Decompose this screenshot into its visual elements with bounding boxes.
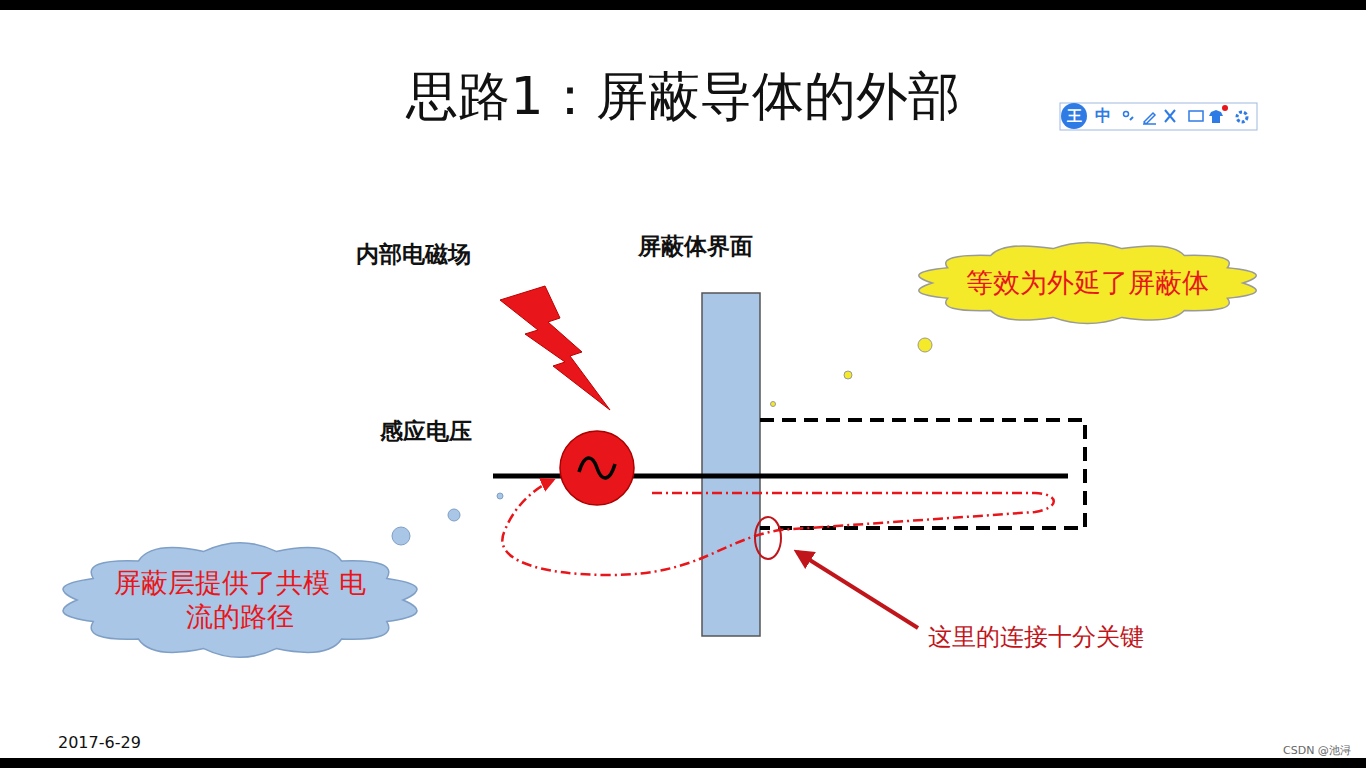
yellow-cloud: 等效为外延了屏蔽体: [911, 238, 1264, 328]
ime-logo: [1061, 103, 1087, 129]
watermark: CSDN @池浔: [1283, 745, 1351, 756]
ime-icon: [1209, 110, 1223, 123]
blue-cloud: 屏蔽层提供了共模 电流的路径: [55, 538, 425, 662]
slide-title: 思路1：屏蔽导体的外部: [406, 62, 959, 132]
cloud-shape: [63, 543, 417, 658]
thought-bubble: [392, 527, 410, 545]
ime-icon: [1130, 117, 1133, 120]
leader-arrow: [797, 552, 918, 628]
ime-icon: [1124, 112, 1129, 117]
bottom-bar: [0, 758, 1366, 768]
cloud-text: 屏蔽层提供了共模 电流的路径: [110, 566, 371, 634]
thought-bubble: [448, 509, 460, 521]
cloud-text-line: 屏蔽层提供了共模 电流的路径: [110, 566, 370, 634]
ime-icon: [1189, 111, 1203, 121]
ime-icon: [1165, 110, 1175, 122]
cloud-text: 等效为外延了屏蔽体: [966, 266, 1210, 300]
key-ellipse: [755, 517, 781, 559]
common-mode-current: [502, 480, 1053, 575]
ime-toolbar: [1060, 103, 1257, 130]
sine-symbol: [579, 458, 615, 478]
ime-mode: 中: [1095, 108, 1111, 124]
thought-bubble: [497, 493, 503, 499]
voltage-label: 感应电压: [380, 420, 472, 443]
cloud-outline: [55, 538, 425, 662]
voltage-source: [560, 431, 634, 505]
cloud-shape: [918, 242, 1255, 323]
field-label: 内部电磁场: [356, 243, 471, 266]
lightning-bolt: [500, 286, 610, 410]
date-stamp: 2017-6-29: [58, 735, 141, 751]
shield-wall: [702, 293, 760, 636]
cloud-text-line: 等效为外延了屏蔽体: [966, 266, 1210, 300]
logo-glyph: 王: [1067, 109, 1082, 124]
thought-bubble: [918, 338, 932, 352]
thought-bubble: [771, 402, 776, 407]
ime-icon: [1222, 105, 1228, 111]
ime-icon: [1237, 112, 1247, 122]
top-bar: [0, 0, 1366, 10]
callout-note: 这里的连接十分关键: [928, 625, 1144, 649]
ime-icon: [1143, 113, 1156, 124]
shield-label: 屏蔽体界面: [638, 235, 753, 258]
thought-bubble: [844, 371, 852, 379]
